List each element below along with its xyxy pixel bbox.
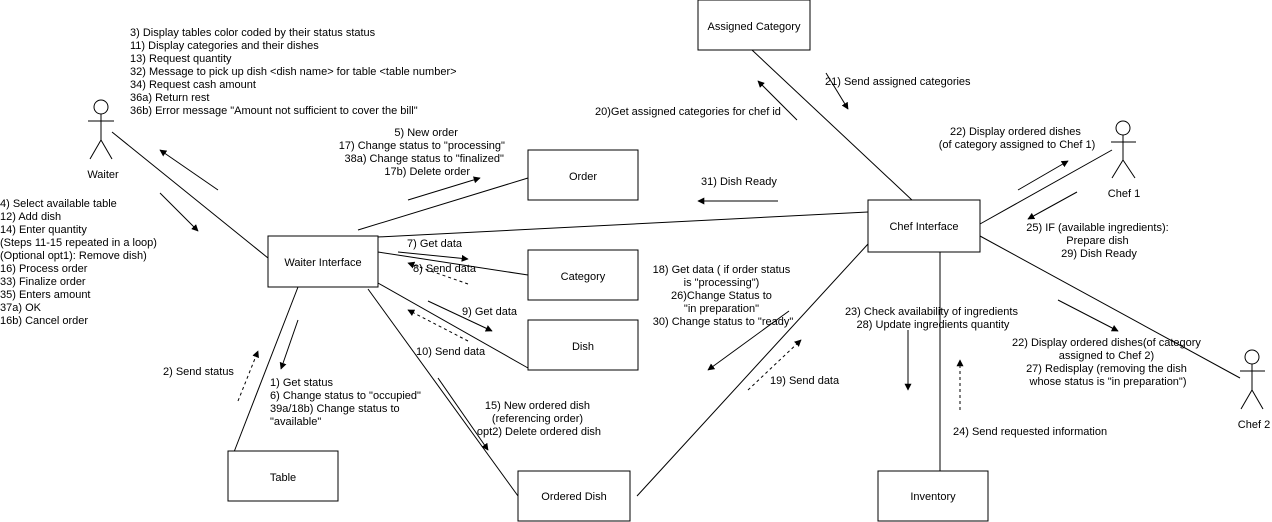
ordered-dish-messages: 15) New ordered dish (referencing order)…	[477, 400, 601, 438]
order-messages: 5) New order 17) Change status to "proce…	[339, 127, 508, 178]
send-status-label: 2) Send status	[163, 366, 234, 378]
dish-ready-label: 31) Dish Ready	[701, 176, 777, 188]
chef1-actor: Chef 1	[1108, 120, 1140, 200]
dish-box: Dish	[527, 319, 639, 371]
get-data-category-label: 7) Get data	[407, 238, 463, 250]
chef-get-data-messages: 18) Get data ( if order status is "proce…	[653, 264, 794, 328]
order-box: Order	[527, 149, 639, 201]
association-lines	[111, 49, 1241, 497]
chef-interface-label: Chef Interface	[889, 221, 958, 233]
waiter-interface-box: Waiter Interface	[267, 235, 379, 288]
category-box: Category	[527, 249, 639, 301]
inventory-label: Inventory	[910, 491, 956, 503]
table-messages: 1) Get status 6) Change status to "occup…	[270, 377, 424, 428]
table-label: Table	[270, 472, 296, 484]
waiter-actor-label: Waiter	[87, 169, 119, 181]
get-assigned-categories-label: 20)Get assigned categories for chef id	[595, 106, 781, 118]
inventory-send-label: 24) Send requested information	[953, 426, 1107, 438]
chef2-display-messages: 22) Display ordered dishes(of category a…	[1012, 337, 1204, 388]
assigned-category-label: Assigned Category	[708, 21, 801, 33]
ordered-dish-box: Ordered Dish	[517, 470, 631, 522]
waiter-input-messages: 4) Select available table 12) Add dish 1…	[0, 198, 160, 327]
inventory-messages: 23) Check availability of ingredients 28…	[845, 306, 1021, 331]
waiter-display-messages: 3) Display tables color coded by their s…	[130, 27, 460, 117]
waiter-actor: Waiter	[87, 99, 119, 181]
table-box: Table	[227, 450, 339, 502]
order-label: Order	[569, 171, 597, 183]
chef2-actor-label: Chef 2	[1238, 419, 1270, 431]
inventory-box: Inventory	[877, 470, 989, 522]
chef2-actor: Chef 2	[1238, 349, 1270, 431]
send-assigned-categories-label: 21) Send assigned categories	[825, 76, 971, 88]
send-data-category-label: 8) Send data	[413, 263, 477, 275]
chef-interface-box: Chef Interface	[867, 199, 981, 253]
chef1-prepare-messages: 25) IF (available ingredients): Prepare …	[1026, 222, 1172, 260]
chef-send-data-label: 19) Send data	[770, 375, 840, 387]
category-label: Category	[561, 271, 606, 283]
chef1-display-messages: 22) Display ordered dishes (of category …	[939, 126, 1096, 151]
assigned-category-box: Assigned Category	[697, 0, 811, 51]
send-data-dish-label: 10) Send data	[416, 346, 486, 358]
get-data-dish-label: 9) Get data	[462, 306, 518, 318]
chef1-actor-label: Chef 1	[1108, 188, 1140, 200]
message-arrows	[159, 72, 1119, 451]
waiter-interface-label: Waiter Interface	[284, 257, 361, 269]
dish-label: Dish	[572, 341, 594, 353]
ordered-dish-label: Ordered Dish	[541, 491, 606, 503]
